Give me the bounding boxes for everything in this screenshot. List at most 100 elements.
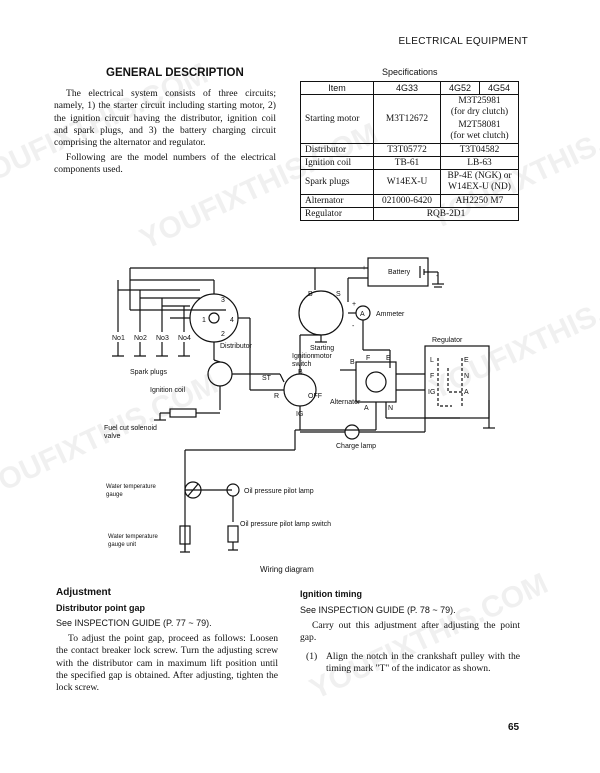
motor-terminal-b: B — [308, 291, 313, 298]
table-cell: M3T25981 (for dry clutch) — [440, 94, 519, 119]
cell-line: W14EX-U (ND) — [448, 182, 511, 192]
fuel-cut-label-2: valve — [104, 433, 120, 440]
reg-terminal-l: L — [430, 357, 434, 364]
distributor-terminal: 4 — [230, 317, 234, 324]
cell-line: M2T58081 — [458, 120, 501, 130]
reg-terminal-e: E — [464, 357, 469, 364]
battery-plus: + — [362, 265, 366, 272]
ignition-coil-symbol — [207, 361, 233, 387]
ignition-switch-symbol — [283, 373, 317, 407]
wiring-diagram: Battery + - B S A Ammeter + - Starting m… — [104, 257, 495, 574]
cell-line: (for wet clutch) — [450, 131, 509, 141]
water-gauge-label-1: Water temperature — [106, 484, 156, 490]
table-header-cell: 4G54 — [479, 81, 519, 95]
battery-label: Battery — [388, 269, 411, 276]
charge-lamp-symbol — [344, 424, 360, 440]
motor-terminal-s: S — [336, 291, 341, 298]
plug-label: No2 — [134, 335, 147, 342]
oil-lamp-label: Oil pressure pilot lamp — [244, 488, 314, 495]
plug-label: No1 — [112, 335, 125, 342]
table-cell: M2T58081 (for wet clutch) — [440, 119, 519, 144]
table-row: Starting motor M3T12672 M3T25981 (for dr… — [300, 94, 519, 144]
table-cell: AH2250 M7 — [440, 194, 519, 208]
ignition-timing-title: Ignition timing — [300, 589, 362, 599]
adjustment-title: Adjustment — [56, 587, 111, 598]
table-cell: Ignition coil — [300, 156, 374, 170]
ignition-coil-label: Ignition coil — [150, 387, 185, 394]
ammeter-minus: - — [352, 323, 355, 330]
ignition-switch-label-2: switch — [292, 361, 312, 368]
charge-lamp-label: Charge lamp — [336, 443, 376, 450]
oil-pressure-switch-symbol — [227, 525, 239, 543]
fuel-cut-solenoid-symbol — [169, 408, 197, 418]
table-row: Distributor T3T05772 T3T04582 — [300, 143, 519, 157]
water-temperature-gauge-symbol — [184, 481, 202, 499]
battery-minus: - — [436, 273, 439, 280]
section-header: ELECTRICAL EQUIPMENT — [398, 36, 528, 47]
table-cell: TB-61 — [373, 156, 441, 170]
table-cell: T3T05772 — [373, 143, 441, 157]
starting-motor-label-2: motor — [314, 353, 333, 360]
table-row: Ignition coil TB-61 LB-63 — [300, 156, 519, 170]
distributor-terminal: 1 — [202, 317, 206, 324]
ammeter-plus: + — [352, 301, 356, 308]
step-text: Align the notch in the crankshaft pulley… — [326, 651, 520, 675]
plug-label: No4 — [178, 335, 191, 342]
table-header-cell: 4G52 — [440, 81, 480, 95]
alt-terminal-a: A — [364, 405, 369, 412]
table-cell: Regulator — [300, 207, 374, 221]
distributor-terminal: 3 — [221, 297, 225, 304]
ignition-timing-reference: See INSPECTION GUIDE (P. 78 ~ 79). — [300, 605, 456, 615]
general-paragraph-2: Following are the model numbers of the e… — [54, 152, 276, 176]
table-row: Spark plugs W14EX-U BP-4E (NGK) or W14EX… — [300, 169, 519, 195]
table-cell: RQB-2D1 — [373, 207, 519, 221]
switch-terminal-off: OFF — [308, 393, 322, 400]
adjustment-reference: See INSPECTION GUIDE (P. 77 ~ 79). — [56, 618, 212, 628]
specifications-caption: Specifications — [382, 67, 438, 77]
starting-motor-label-1: Starting — [310, 345, 334, 352]
general-paragraph-1: The electrical system consists of three … — [54, 88, 276, 149]
table-header-row: Item 4G33 4G52 4G54 — [300, 81, 519, 95]
alt-terminal-n: N — [388, 405, 393, 412]
table-header-cell: 4G33 — [373, 81, 441, 95]
table-row: M2T58081 (for wet clutch) — [301, 119, 519, 144]
table-cell: Starting motor — [300, 94, 374, 144]
reg-terminal-f: F — [430, 373, 434, 380]
oil-switch-label: Oil pressure pilot lamp switch — [240, 521, 331, 528]
distributor-label: Distributor — [220, 343, 253, 350]
table-cell: Alternator — [300, 194, 374, 208]
alternator-label: Alternator — [330, 399, 361, 406]
table-cell: LB-63 — [440, 156, 519, 170]
regulator-label: Regulator — [432, 337, 463, 344]
wiring-diagram-caption: Wiring diagram — [260, 565, 314, 574]
ammeter-label: Ammeter — [376, 311, 405, 318]
table-cell: W14EX-U — [373, 169, 441, 195]
switch-terminal-ig: IG — [296, 411, 303, 418]
cell-line: M3T25981 — [458, 96, 501, 106]
cell-line: BP-4E (NGK) or — [447, 171, 512, 181]
ignition-switch-label-1: Ignition — [292, 353, 315, 360]
table-cell: Spark plugs — [300, 169, 374, 195]
table-cell: T3T04582 — [440, 143, 519, 157]
table-cell: Distributor — [300, 143, 374, 157]
distributor-terminal: 2 — [221, 331, 225, 338]
alt-terminal-e: E — [386, 355, 391, 362]
reg-terminal-a: A — [464, 389, 469, 396]
ignition-timing-body: Carry out this adjustment after adjustin… — [300, 620, 520, 644]
water-gauge-label-2: gauge — [106, 492, 123, 498]
reg-terminal-n: N — [464, 373, 469, 380]
table-header-cell: Item — [300, 81, 374, 95]
ammeter-symbol-letter: A — [360, 311, 365, 318]
distributor-point-gap-title: Distributor point gap — [56, 603, 145, 613]
water-unit-label-1: Water temperature — [108, 534, 158, 540]
table-cell: BP-4E (NGK) or W14EX-U (ND) — [440, 169, 519, 195]
plug-label: No3 — [156, 335, 169, 342]
step-number: (1) — [306, 651, 318, 662]
general-description-title: GENERAL DESCRIPTION — [106, 67, 244, 79]
spark-plugs-label: Spark plugs — [130, 369, 167, 376]
alt-terminal-b: B — [350, 359, 355, 366]
page-number: 65 — [508, 722, 520, 733]
table-cell: M3T12672 — [373, 94, 441, 144]
specifications-table: Item 4G33 4G52 4G54 Starting motor M3T12… — [300, 81, 519, 221]
table-row: Regulator RQB-2D1 — [300, 207, 519, 221]
